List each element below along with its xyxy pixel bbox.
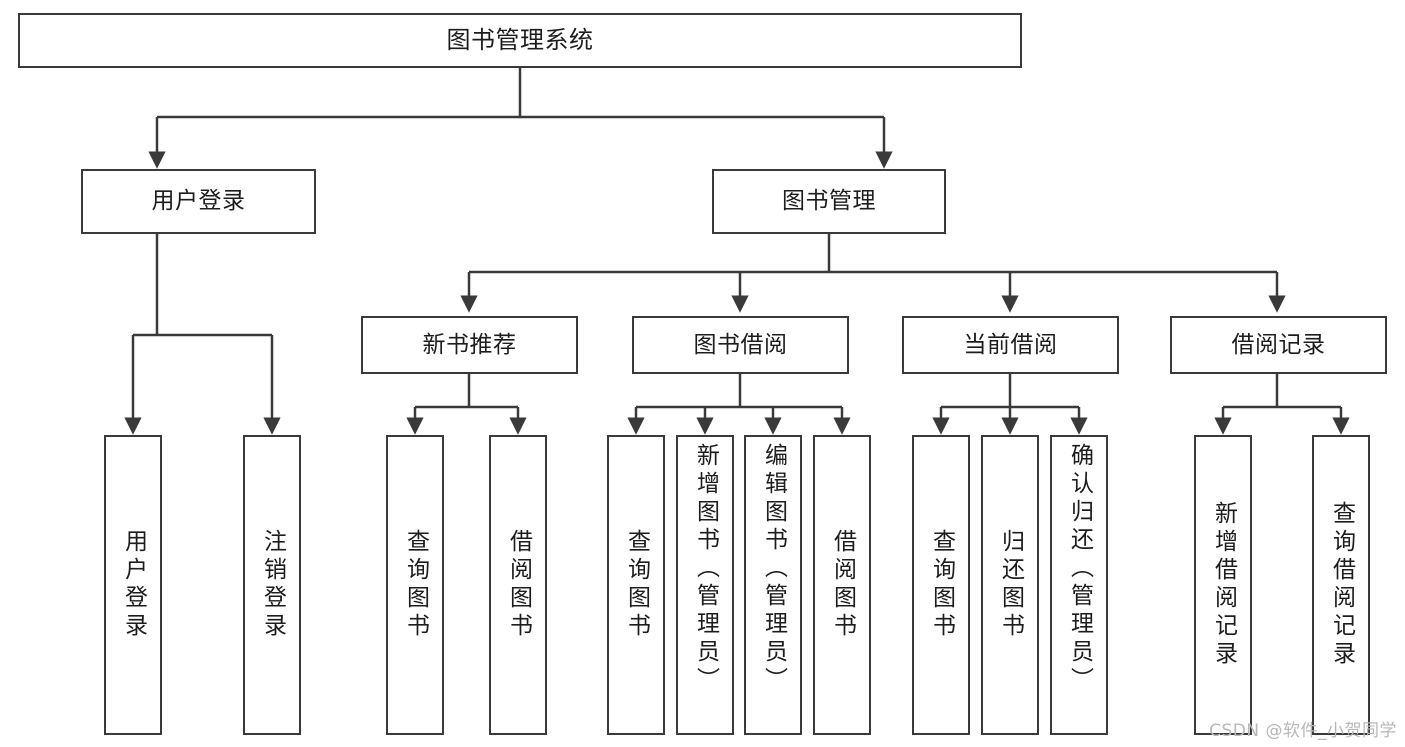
node-new-book-recommend-label: 新书推荐 bbox=[422, 331, 517, 358]
node-leaf-borrow-book-recommend-label: 借阅图书 bbox=[505, 529, 532, 641]
node-user-login[interactable]: 用户登录 bbox=[81, 169, 316, 234]
node-leaf-query-borrow-record[interactable]: 查询借阅记录 bbox=[1312, 435, 1370, 735]
node-book-management[interactable]: 图书管理 bbox=[712, 169, 946, 234]
node-leaf-logout-label: 注销登录 bbox=[259, 529, 286, 641]
node-leaf-query-book-recommend-label: 查询图书 bbox=[402, 529, 429, 641]
node-leaf-query-book-current-label: 查询图书 bbox=[928, 529, 955, 641]
node-leaf-return-book-label: 归还图书 bbox=[997, 529, 1024, 641]
node-leaf-borrow-book[interactable]: 借阅图书 bbox=[813, 435, 871, 735]
node-new-book-recommend[interactable]: 新书推荐 bbox=[361, 316, 578, 374]
node-book-borrow[interactable]: 图书借阅 bbox=[632, 316, 849, 374]
node-leaf-query-book-current[interactable]: 查询图书 bbox=[912, 435, 970, 735]
node-leaf-query-book-borrow[interactable]: 查询图书 bbox=[607, 435, 665, 735]
node-root-system-label: 图书管理系统 bbox=[446, 25, 594, 54]
node-leaf-borrow-book-recommend[interactable]: 借阅图书 bbox=[489, 435, 547, 735]
node-leaf-user-login[interactable]: 用户登录 bbox=[104, 435, 162, 735]
node-leaf-add-book-admin-label: 新增图书（管理员） bbox=[692, 443, 719, 695]
node-leaf-confirm-return-admin[interactable]: 确认归还（管理员） bbox=[1050, 435, 1108, 735]
node-current-borrow[interactable]: 当前借阅 bbox=[902, 316, 1119, 374]
node-leaf-add-borrow-record-label: 新增借阅记录 bbox=[1210, 501, 1237, 669]
node-borrow-record[interactable]: 借阅记录 bbox=[1170, 316, 1387, 374]
node-leaf-edit-book-admin-label: 编辑图书（管理员） bbox=[760, 443, 787, 695]
node-book-management-label: 图书管理 bbox=[782, 188, 876, 215]
node-leaf-borrow-book-label: 借阅图书 bbox=[829, 529, 856, 641]
node-user-login-label: 用户登录 bbox=[151, 188, 246, 215]
node-leaf-user-login-label: 用户登录 bbox=[120, 529, 147, 641]
node-leaf-query-book-recommend[interactable]: 查询图书 bbox=[386, 435, 444, 735]
node-leaf-add-borrow-record[interactable]: 新增借阅记录 bbox=[1194, 435, 1252, 735]
node-borrow-record-label: 借阅记录 bbox=[1231, 331, 1326, 358]
node-current-borrow-label: 当前借阅 bbox=[963, 331, 1058, 358]
node-book-borrow-label: 图书借阅 bbox=[693, 331, 788, 358]
node-leaf-confirm-return-admin-label: 确认归还（管理员） bbox=[1066, 443, 1093, 695]
node-root-system[interactable]: 图书管理系统 bbox=[18, 13, 1022, 68]
node-leaf-query-book-borrow-label: 查询图书 bbox=[623, 529, 650, 641]
csdn-watermark: CSDN @软件_小贺同学 bbox=[1209, 721, 1397, 741]
node-leaf-query-borrow-record-label: 查询借阅记录 bbox=[1328, 501, 1355, 669]
node-leaf-add-book-admin[interactable]: 新增图书（管理员） bbox=[676, 435, 734, 735]
node-leaf-logout[interactable]: 注销登录 bbox=[243, 435, 301, 735]
node-leaf-edit-book-admin[interactable]: 编辑图书（管理员） bbox=[744, 435, 802, 735]
node-leaf-return-book[interactable]: 归还图书 bbox=[981, 435, 1039, 735]
